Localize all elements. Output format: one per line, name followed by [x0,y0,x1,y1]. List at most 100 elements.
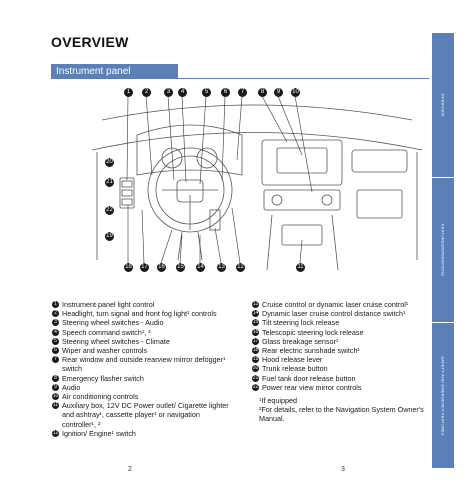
legend-number: 13 [252,301,259,308]
tab-features-operations-label: FEATURES/OPERATIONS [440,224,446,276]
callout-1: 1 [124,88,133,97]
callout-16: 16 [157,263,166,272]
legend-text: Telescopic steering lock release [262,327,364,337]
legend-number: 3 [52,319,59,327]
callout-7: 7 [238,88,247,97]
legend-text: Instrument panel light control [62,300,155,309]
section-sidebar: OVERVIEW FEATURES/OPERATIONS SAFETY AND … [432,33,454,468]
legend-number: 1 [52,301,59,308]
callout-18: 18 [124,263,133,272]
legend-number: 14 [252,310,259,318]
page-title: OVERVIEW [51,34,129,50]
callout-8: 8 [258,88,267,97]
legend-text: Emergency flasher switch [62,373,144,383]
callout-11: 11 [296,263,305,272]
callout-21: 21 [105,178,114,187]
legend-text: Cruise control or dynamic laser cruise c… [262,300,409,309]
callout-20: 20 [105,158,114,167]
legend-number: 17 [252,337,259,345]
tab-overview-label: OVERVIEW [440,93,446,117]
legend-number: 8 [52,374,59,382]
legend-text: Tilt steering lock release [262,318,340,328]
page-number-left: 2 [128,466,132,473]
legend-number: 21 [252,374,259,382]
footnote-1: ¹If equipped [259,396,297,405]
legend-text: Speech command switch¹, ² [62,327,151,337]
footnote-2: ²For details, refer to the Navigation Sy… [259,405,424,424]
page-number-right: 3 [341,466,345,473]
legend-text: Rear electric sunshade switch¹ [262,346,360,356]
callout-17: 17 [140,263,149,272]
instrument-panel-diagram: 1 2 3 4 5 6 7 8 9 10 20 21 22 19 18 17 1… [82,80,427,276]
tab-overview[interactable]: OVERVIEW [432,33,454,178]
legend-number: 10 [52,393,59,401]
legend-number: 7 [52,356,59,364]
legend-number: 15 [252,319,259,327]
legend-text: Rear window and outside rearview mirror … [62,355,226,374]
callout-10: 10 [291,88,300,97]
legend-text: Headlight, turn signal and front fog lig… [62,309,217,319]
callout-6: 6 [221,88,230,97]
legend-number: 20 [252,365,259,373]
legend-number: 2 [52,310,59,318]
legend-number: 11 [52,402,59,410]
callout-4: 4 [178,88,187,97]
legend-number: 5 [52,337,59,345]
callout-2: 2 [142,88,151,97]
legend-text: Dynamic laser cruise control distance sw… [262,309,406,319]
tab-features-operations[interactable]: FEATURES/OPERATIONS [432,178,454,323]
section-header: Instrument panel [51,64,178,79]
legend-number: 6 [52,347,59,355]
callout-12: 12 [236,263,245,272]
tab-safety-emergency-label: SAFETY AND EMERGENCY FEATURES [440,355,446,436]
legend-text: Fuel tank door release button [262,373,356,383]
legend-text: Hood release lever [262,355,323,365]
section-rule [51,78,429,79]
legend-text: Steering wheel switches - Climate [62,336,170,346]
legend-text: Power rear view mirror controls [262,382,362,392]
tab-safety-emergency[interactable]: SAFETY AND EMERGENCY FEATURES [432,323,454,468]
legend-text: Glass breakage sensor¹ [262,336,339,346]
legend-text: Auxiliary box, 12V DC Power outlet/ Ciga… [62,401,229,429]
legend-number: 12 [52,429,59,437]
legend-number: 9 [52,383,59,391]
legend-number: 18 [252,347,259,355]
callout-19: 19 [105,232,114,241]
callout-15: 15 [176,263,185,272]
legend-number: 19 [252,356,259,364]
dashboard-illustration [91,95,423,271]
callout-22: 22 [105,206,114,215]
legend-text: Trunk release button [262,364,328,374]
legend-text: Ignition/ Engine¹ switch [62,428,136,438]
callout-14: 14 [196,263,205,272]
callout-9: 9 [274,88,283,97]
legend-text: Wiper and washer controls [62,346,148,356]
callout-13: 13 [217,263,226,272]
footnotes: ¹If equipped ²For details, refer to the … [259,396,429,424]
legend-text: Air conditioning controls [62,392,139,402]
legend-text: Steering wheel switches - Audio [62,318,164,328]
